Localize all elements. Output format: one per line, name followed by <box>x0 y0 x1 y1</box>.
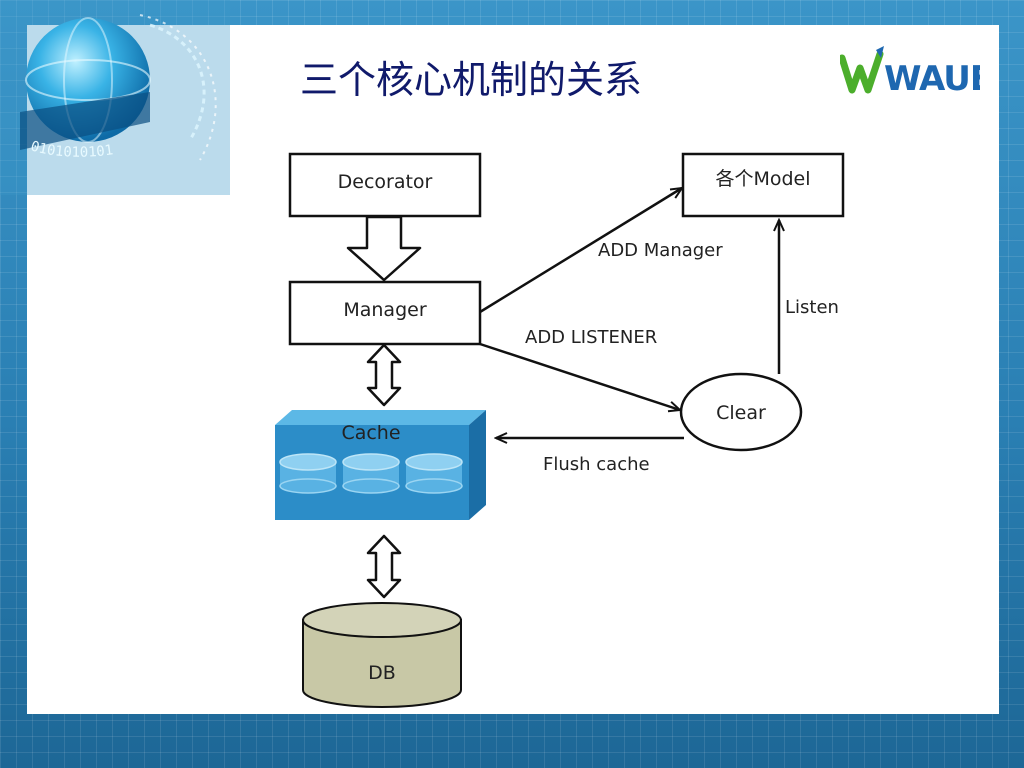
cache-disk-icon <box>405 453 463 494</box>
cache-node: Cache <box>275 410 486 520</box>
listen-label: Listen <box>785 297 839 318</box>
cache-disk-icon <box>279 453 337 494</box>
model-node: 各个Model <box>681 152 845 218</box>
manager-label: Manager <box>343 299 426 321</box>
globe-decoration-icon: 0101010101 <box>0 0 230 195</box>
cache-disk-icon <box>342 453 400 494</box>
decorator-node: Decorator <box>288 152 482 218</box>
manager-cache-double-arrow <box>366 343 402 407</box>
page-title: 三个核心机制的关系 <box>300 58 643 102</box>
slide-panel <box>27 25 999 714</box>
cache-db-double-arrow <box>366 534 402 599</box>
clear-node: Clear <box>679 372 803 452</box>
add-listener-label: ADD LISTENER <box>525 327 657 348</box>
db-node: DB <box>302 602 462 708</box>
add-listener-arrow <box>479 342 680 410</box>
clear-label: Clear <box>716 402 766 424</box>
add-manager-label: ADD Manager <box>598 240 723 261</box>
decorator-label: Decorator <box>338 171 433 193</box>
decorator-to-manager-arrow <box>346 215 422 282</box>
cache-label: Cache <box>341 422 400 444</box>
flush-cache-label: Flush cache <box>543 454 650 475</box>
logo-text: WAUEE <box>884 59 980 96</box>
db-label: DB <box>368 662 396 684</box>
model-label: 各个Model <box>715 168 810 190</box>
logo: WAUEE <box>840 46 980 96</box>
manager-node: Manager <box>288 280 482 346</box>
add-manager-arrow <box>479 188 682 314</box>
